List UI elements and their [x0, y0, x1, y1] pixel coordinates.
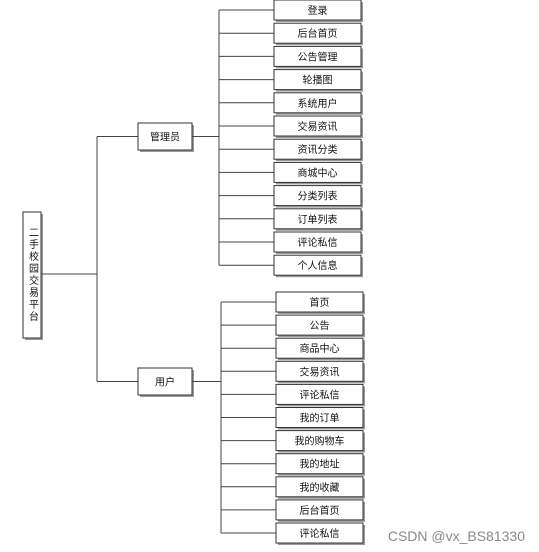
box-border [273, 115, 362, 137]
child-node-label: 商城中心 [298, 166, 338, 179]
box-border [273, 161, 362, 183]
child-node-label: 公告 [310, 319, 330, 332]
box-border [273, 138, 362, 160]
child-node: 首页 [275, 291, 365, 314]
child-node-label: 我的收藏 [300, 481, 340, 494]
child-node: 我的收藏 [275, 476, 365, 499]
child-node-label: 分类列表 [298, 190, 338, 203]
branch-node-1: 用户 [137, 367, 194, 397]
root-node-label: 二手校园交易平台 [27, 227, 39, 323]
child-node: 商城中心 [273, 161, 363, 185]
box-border [137, 367, 193, 396]
box-border [273, 185, 362, 207]
child-node: 分类列表 [273, 185, 363, 208]
watermark: CSDN @vx_BS81330 [387, 528, 525, 544]
child-node: 公告管理 [273, 45, 363, 69]
child-node: 我的地址 [275, 453, 365, 476]
box-border [273, 254, 362, 276]
box-border [275, 407, 364, 428]
box-border [275, 291, 364, 313]
box-border [275, 453, 364, 475]
child-node-label: 我的地址 [300, 458, 340, 471]
branch-node-1-label: 用户 [155, 376, 175, 389]
child-node: 公告 [275, 314, 365, 338]
box-border [273, 22, 362, 44]
child-node: 后台首页 [273, 22, 363, 46]
child-node: 我的购物车 [275, 430, 365, 453]
child-node-label: 我的订单 [300, 412, 340, 425]
child-node-label: 评论私信 [300, 388, 340, 401]
child-node-label: 我的购物车 [295, 435, 345, 448]
child-node: 轮播图 [273, 69, 363, 92]
child-node: 系统用户 [273, 92, 363, 115]
child-node: 后台首页 [275, 499, 365, 522]
child-node-label: 交易资讯 [300, 365, 340, 378]
child-node-label: 评论私信 [298, 236, 338, 249]
child-node-label: 登录 [308, 4, 328, 17]
box-border [22, 211, 42, 339]
box-border [273, 208, 362, 230]
box-border [275, 430, 364, 452]
child-node: 交易资讯 [273, 115, 363, 138]
child-node-label: 资讯分类 [298, 143, 338, 156]
child-node-label: 个人信息 [298, 259, 338, 272]
box-border [275, 476, 364, 498]
box-border [273, 69, 362, 91]
child-node-label: 后台首页 [300, 504, 340, 517]
child-node-label: 商品中心 [300, 342, 340, 355]
branch-node-0: 管理员 [137, 122, 194, 152]
child-node-label: 订单列表 [298, 213, 338, 226]
child-node-label: 首页 [310, 296, 330, 309]
child-node: 商品中心 [275, 337, 365, 361]
child-node: 资讯分类 [273, 138, 363, 162]
box-border [273, 231, 362, 253]
root-node: 二手校园交易平台 [22, 211, 43, 340]
box-border [275, 314, 364, 336]
child-node: 评论私信 [275, 522, 365, 545]
child-node: 评论私信 [275, 383, 365, 407]
child-node: 我的订单 [275, 407, 365, 430]
child-node: 评论私信 [273, 231, 363, 254]
box-border [273, 92, 362, 114]
box-border [275, 499, 364, 521]
box-border [275, 522, 364, 544]
child-node-label: 交易资讯 [298, 120, 338, 133]
box-border [137, 122, 193, 151]
child-node-label: 系统用户 [298, 97, 338, 110]
box-border [273, 0, 362, 21]
box-border [275, 337, 364, 359]
child-node: 交易资讯 [275, 360, 365, 384]
child-node-label: 后台首页 [298, 27, 338, 40]
box-border [275, 383, 364, 405]
child-node-label: 评论私信 [300, 527, 340, 540]
child-node: 订单列表 [273, 208, 363, 231]
box-border [275, 360, 364, 382]
box-border [273, 45, 362, 67]
child-node-label: 轮播图 [303, 74, 333, 87]
branch-node-0-label: 管理员 [150, 131, 180, 144]
child-node-label: 公告管理 [298, 50, 338, 63]
child-node: 登录 [273, 0, 363, 22]
child-node: 个人信息 [273, 254, 363, 278]
